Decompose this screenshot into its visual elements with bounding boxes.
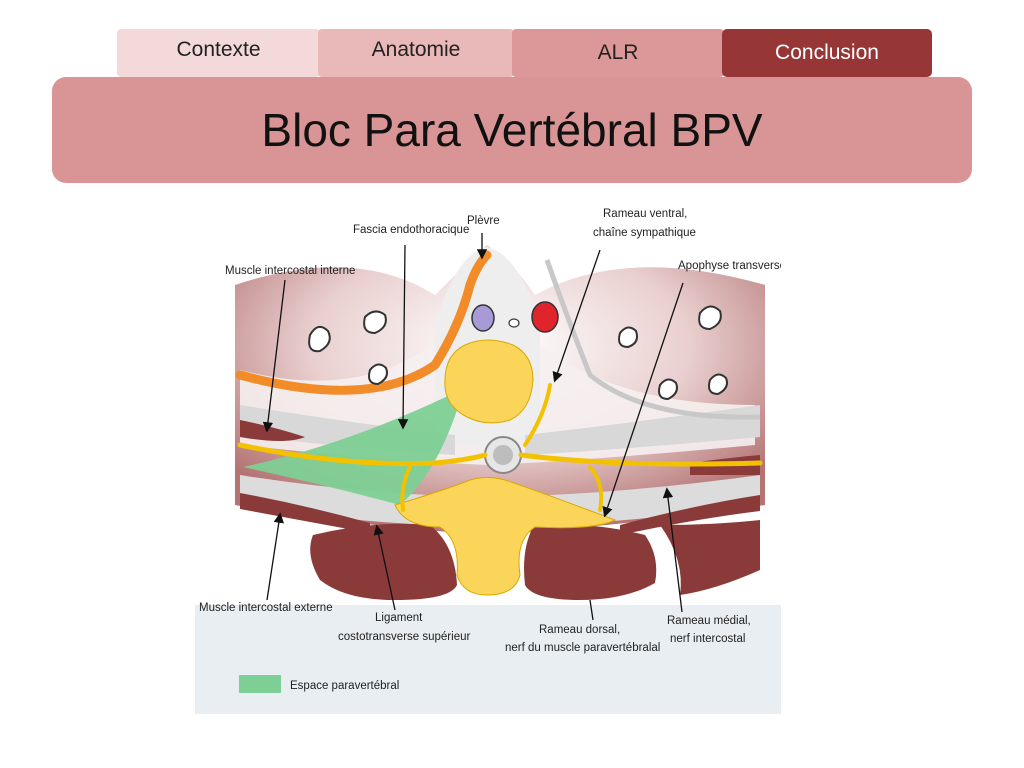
label-ligament-1: Ligament	[375, 612, 423, 624]
dorsal-branch-left	[400, 465, 412, 512]
esophagus	[508, 318, 520, 328]
anatomy-figure: Fascia endothoracique Plèvre Rameau vent…	[195, 205, 781, 714]
nav-tabs: Contexte Anatomie ALR Conclusion	[117, 29, 932, 77]
tab-anatomie[interactable]: Anatomie	[318, 29, 514, 77]
label-intercostal-interne: Muscle intercostal interne	[225, 265, 355, 277]
rib-section-7	[658, 378, 678, 401]
endothoracic-fascia-right	[544, 259, 761, 420]
transverse-process	[394, 477, 617, 596]
label-medial-2: nerf intercostal	[670, 633, 745, 645]
dorsal-branch	[588, 465, 604, 512]
rib-section-5	[698, 305, 722, 331]
arrow-fascia	[397, 244, 409, 430]
label-dorsal-2: nerf du muscle paravertébralal	[505, 642, 660, 654]
label-intercostal-externe: Muscle intercostal externe	[199, 602, 333, 614]
rib-section-2	[363, 310, 387, 335]
pleura	[235, 250, 492, 395]
arrow-intercostal-externe	[266, 512, 284, 601]
legend-swatch	[239, 675, 281, 693]
artery	[531, 301, 559, 333]
arrow-apophyse	[602, 282, 684, 518]
legend-label: Espace paravertébral	[290, 680, 399, 692]
intercostal-nerve-right	[518, 452, 763, 467]
title-banner: Bloc Para Vertébral BPV	[52, 77, 972, 183]
label-dorsal-1: Rameau dorsal,	[539, 624, 620, 636]
vertebral-body	[444, 339, 534, 424]
paravertebral-muscle-right	[524, 524, 657, 600]
arrow-dorsal	[589, 599, 594, 621]
paravertebral-diagram: Fascia endothoracique Plèvre Rameau vent…	[195, 205, 781, 714]
label-ligament-2: costotransverse supérieur	[338, 631, 470, 643]
external-intercostal-right	[620, 495, 760, 535]
label-fascia: Fascia endothoracique	[353, 224, 469, 236]
rib-section-3	[368, 363, 388, 386]
figure-lower-background	[195, 605, 781, 714]
intercostal-nerve-left	[237, 442, 488, 467]
tab-conclusion[interactable]: Conclusion	[722, 29, 932, 77]
page-title: Bloc Para Vertébral BPV	[261, 104, 763, 156]
label-apophyse: Apophyse transverse	[678, 260, 781, 272]
sympathetic-branch	[523, 383, 552, 447]
tab-contexte[interactable]: Contexte	[117, 29, 320, 77]
rib-section-4	[618, 326, 638, 349]
tab-alr[interactable]: ALR	[512, 29, 724, 77]
label-rameau-ventral-2: chaîne sympathique	[593, 227, 696, 239]
rib-section-1	[308, 325, 331, 353]
label-plevre: Plèvre	[467, 215, 500, 227]
vein	[471, 304, 495, 332]
label-rameau-ventral-1: Rameau ventral,	[603, 208, 687, 220]
deep-muscle-right	[660, 520, 760, 595]
arrow-medial	[662, 487, 683, 613]
label-medial-1: Rameau médial,	[667, 615, 751, 627]
rib-section-6	[708, 373, 728, 396]
arrow-intercostal-interne	[262, 279, 286, 433]
spinal-cord	[493, 445, 513, 465]
paravertebral-muscle-left	[310, 523, 457, 600]
arrow-rameau-ventral	[552, 249, 601, 383]
external-intercostal-left	[240, 493, 370, 533]
arrow-ligament	[373, 524, 396, 611]
